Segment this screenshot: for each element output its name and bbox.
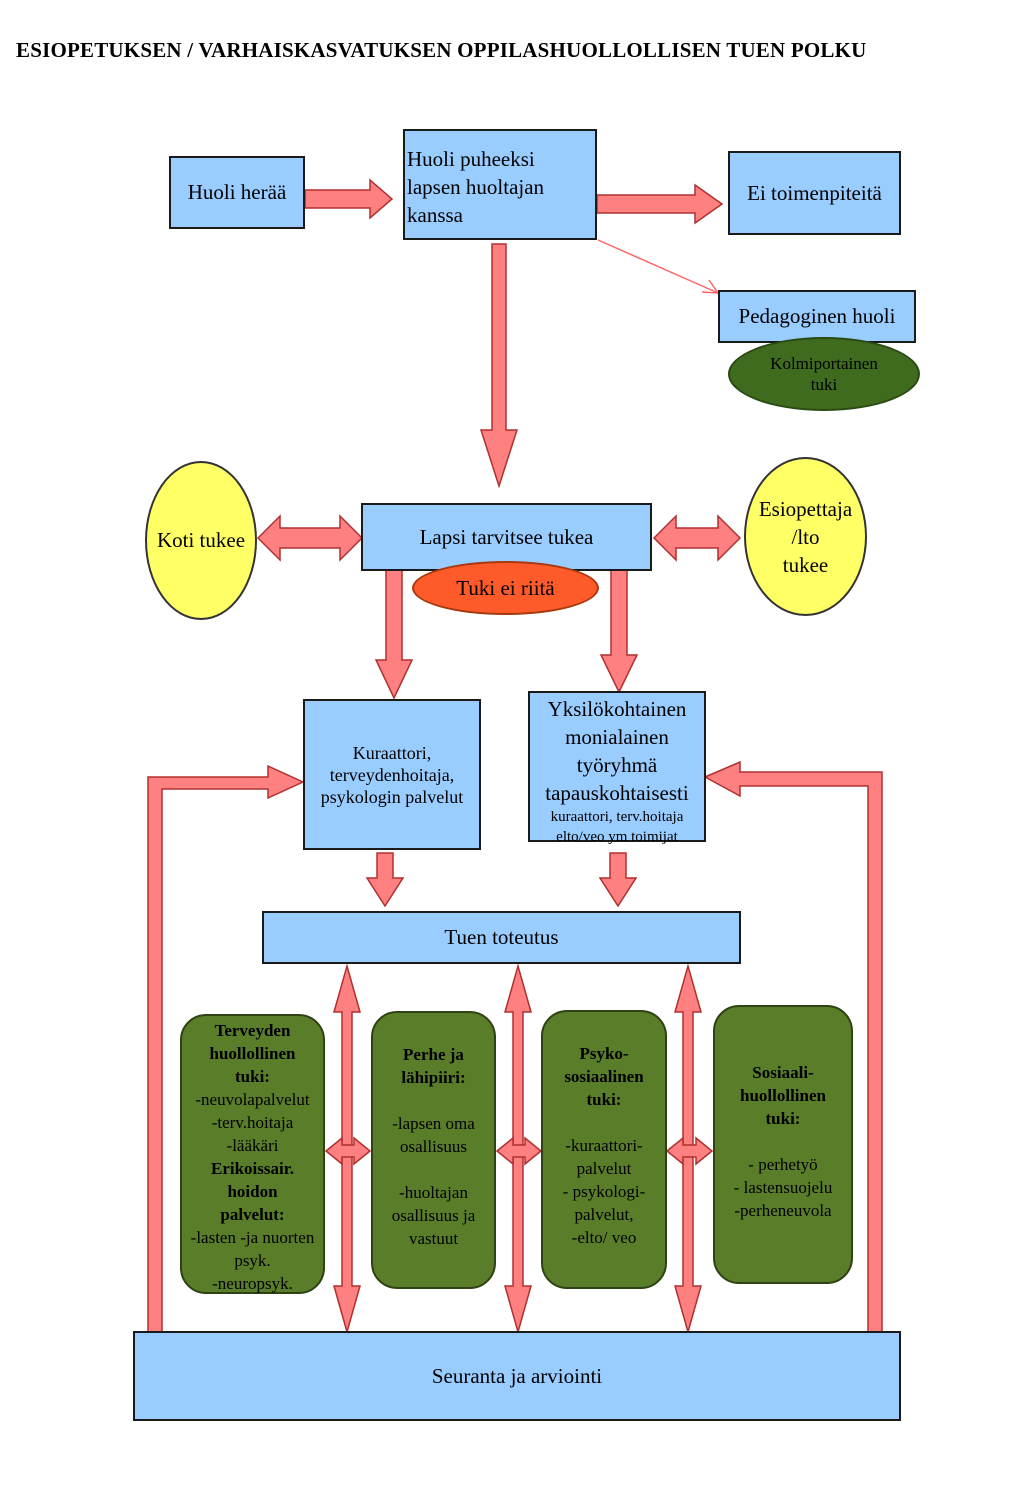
arrow-kuraattori-to-toteutus [365, 852, 405, 908]
node-yksilokohtainen-main: Yksilökohtainen monialainen työryhmä tap… [545, 697, 689, 805]
node-ei-toimenpiteita: Ei toimenpiteitä [728, 151, 901, 235]
node-seuranta-label: Seuranta ja arviointi [431, 1363, 603, 1388]
node-tuki-ei-riita: Tuki ei riitä [412, 561, 599, 615]
node-kolmiportainen: Kolmiportainen tuki [728, 337, 920, 411]
node-lapsi-tarvitsee-label: Lapsi tarvitsee tukea [419, 524, 594, 549]
support-perhe-items: -lapsen oma osallisuus -huoltajan osalli… [391, 1114, 476, 1248]
arrow-puheeksi-to-ei [596, 183, 724, 225]
support-terveys-items2: -lasten -ja nuorten psyk. -neuropsyk. [190, 1228, 315, 1293]
node-pedagoginen-huoli: Pedagoginen huoli [718, 290, 916, 343]
node-tuen-toteutus: Tuen toteutus [262, 911, 741, 964]
node-huoli-heraa-label: Huoli herää [187, 180, 287, 204]
node-seuranta: Seuranta ja arviointi [133, 1331, 901, 1421]
node-kuraattori: Kuraattori, terveydenhoitaja, psykologin… [303, 699, 481, 850]
arrow-puheeksi-to-lapsi [479, 243, 519, 489]
node-huoli-puheeksi: Huoli puheeksi lapsen huoltajan kanssa [403, 129, 597, 240]
node-huoli-heraa: Huoli herää [169, 156, 305, 229]
support-sosiaali-heading: Sosiaali- huollollinen tuki: [740, 1063, 826, 1128]
support-perhe: Perhe ja lähipiiri: -lapsen oma osallisu… [371, 1011, 496, 1289]
arrow-puheeksi-to-pedagoginen [597, 239, 719, 294]
node-ei-toimenpiteita-label: Ei toimenpiteitä [747, 180, 882, 205]
node-koti-tukee: Koti tukee [145, 461, 257, 620]
node-koti-tukee-label: Koti tukee [156, 528, 246, 552]
node-yksilokohtainen-sub: kuraattori, terv.hoitaja elto/veo ym toi… [550, 809, 684, 845]
arrow-loop-right [703, 760, 883, 1333]
arrow-lapsi-to-yksilo [599, 569, 639, 694]
node-kuraattori-label: Kuraattori, terveydenhoitaja, psykologin… [320, 742, 464, 807]
support-terveys-heading2: Erikoissair. hoidon palvelut: [211, 1159, 294, 1224]
support-psyko: Psyko- sosiaalinen tuki: -kuraattori- pa… [541, 1010, 667, 1289]
support-psyko-items: -kuraattori- palvelut - psykologi- palve… [562, 1136, 646, 1247]
support-terveys: Terveyden huollollinen tuki: -neuvolapal… [180, 1014, 325, 1294]
arrow-horizontal-3 [665, 1136, 714, 1166]
node-kolmiportainen-label: Kolmiportainen tuki [770, 354, 878, 394]
node-esiopettaja: Esiopettaja /lto tukee [744, 457, 867, 616]
arrow-koti-lapsi [256, 514, 364, 562]
arrow-heraa-to-puheeksi [304, 178, 394, 220]
support-terveys-items: -neuvolapalvelut -terv.hoitaja -lääkäri [195, 1090, 310, 1155]
arrow-loop-left [147, 764, 305, 1333]
arrow-lapsi-to-kuraattori [374, 569, 414, 700]
arrow-lapsi-esiopettaja [652, 514, 742, 562]
diagram-title: ESIOPETUKSEN / VARHAISKASVATUKSEN OPPILA… [16, 38, 867, 62]
node-tuki-ei-riita-label: Tuki ei riitä [456, 575, 555, 600]
support-psyko-heading: Psyko- sosiaalinen tuki: [564, 1044, 644, 1109]
arrow-yksilo-to-toteutus [598, 852, 638, 908]
support-sosiaali-items: - perhetyö - lastensuojelu -perheneuvola [733, 1155, 833, 1220]
node-lapsi-tarvitsee: Lapsi tarvitsee tukea [361, 503, 652, 571]
support-sosiaali: Sosiaali- huollollinen tuki: - perhetyö … [713, 1005, 853, 1284]
support-perhe-heading: Perhe ja lähipiiri: [401, 1045, 466, 1087]
node-tuen-toteutus-label: Tuen toteutus [444, 925, 559, 949]
node-yksilokohtainen: Yksilökohtainen monialainen työryhmä tap… [528, 691, 706, 845]
node-esiopettaja-label: Esiopettaja /lto tukee [758, 496, 853, 577]
support-terveys-heading: Terveyden huollollinen tuki: [209, 1021, 296, 1086]
node-huoli-puheeksi-label: Huoli puheeksi lapsen huoltajan kanssa [407, 147, 545, 227]
node-pedagoginen-huoli-label: Pedagoginen huoli [738, 304, 896, 328]
arrow-horizontal-1 [324, 1136, 372, 1166]
